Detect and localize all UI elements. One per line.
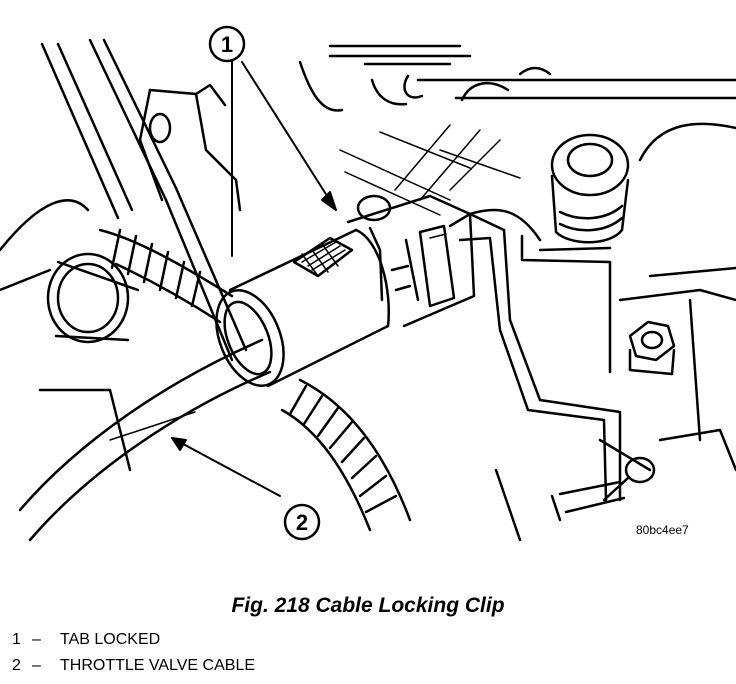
left-mount (0, 199, 140, 472)
bracket-bolt (628, 320, 676, 376)
clip-connector (346, 194, 476, 328)
throttle-valve-cable (18, 338, 272, 542)
legend-item: 1– TAB LOCKED (12, 627, 255, 653)
legend-dash: – (32, 657, 41, 674)
corrugated-hose-upper (98, 228, 234, 324)
mounting-bracket (448, 208, 622, 502)
legend-label: THROTTLE VALVE CABLE (60, 657, 256, 674)
corrugated-hose-lower (280, 378, 412, 532)
leader-line-2 (171, 437, 281, 497)
hatch-pattern (339, 124, 521, 216)
legend-label: TAB LOCKED (60, 631, 161, 648)
top-stud (550, 133, 630, 244)
legend-dash: – (32, 631, 41, 648)
locking-clip-tab (292, 236, 354, 278)
left-bracket (138, 83, 242, 212)
right-background (618, 122, 736, 472)
callout-2: 2 (283, 503, 321, 541)
figure-image-id: 80bc4ee7 (636, 523, 689, 537)
legend-item: 2– THROTTLE VALVE CABLE (12, 653, 255, 679)
legend-number: 2 (12, 657, 21, 674)
callout-legend: 1– TAB LOCKED 2– THROTTLE VALVE CABLE (12, 627, 255, 679)
svg-text:1: 1 (221, 32, 233, 57)
top-frame (298, 44, 736, 112)
cable-locking-clip-illustration: 1 2 80bc4ee7 (0, 25, 736, 542)
leader-line-1 (231, 59, 337, 257)
callout-1: 1 (208, 25, 246, 63)
lower-fastener (494, 438, 656, 542)
legend-number: 1 (12, 631, 21, 648)
figure-caption: Fig. 218 Cable Locking Clip (231, 594, 505, 617)
svg-text:2: 2 (296, 510, 308, 535)
